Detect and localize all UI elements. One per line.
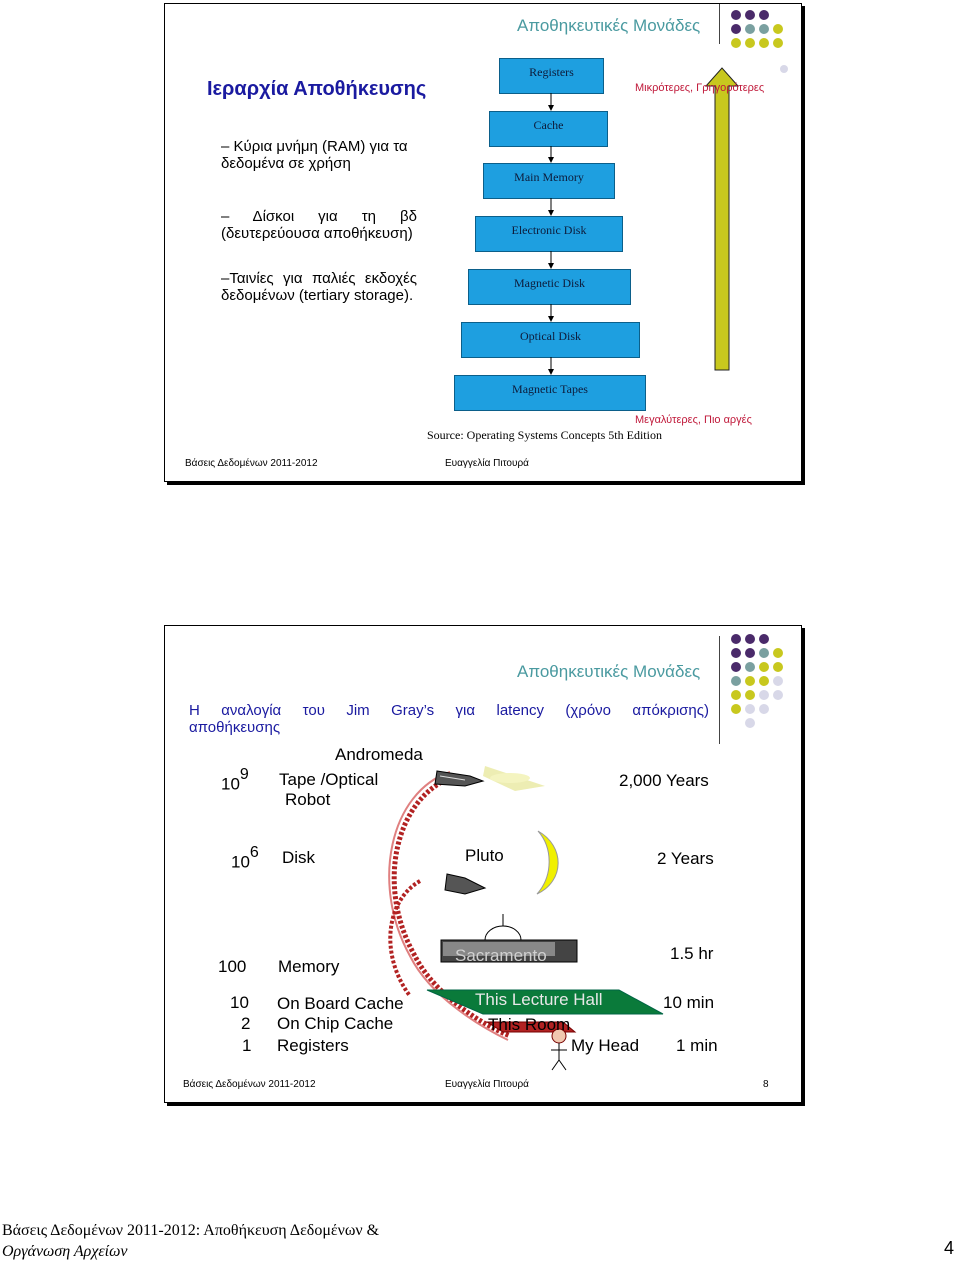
shuttle-icon [445, 874, 485, 894]
disk-time: 2 Years [657, 849, 714, 869]
magnitude-tape: 109 [221, 770, 249, 795]
disk-place: Pluto [465, 846, 504, 866]
magnitude-disk: 106 [231, 848, 259, 873]
person-icon [551, 1029, 567, 1070]
top-label: Μικρότερες, Γρηγορότερες [635, 82, 764, 94]
registers-place: My Head [571, 1036, 639, 1056]
shuttle-icon [435, 771, 483, 786]
magnitude-registers: 1 [242, 1036, 251, 1056]
hierarchy-connectors [165, 4, 801, 481]
galaxy-icon [483, 766, 545, 791]
footer-course: Βάσεις Δεδομένων 2011-2012 [185, 458, 318, 469]
moon-icon [537, 831, 558, 894]
registers-time: 1 min [676, 1036, 718, 1056]
board-place: This Lecture Hall [475, 990, 603, 1010]
disk-label: Disk [282, 848, 315, 868]
andromeda-label: Andromeda [335, 745, 423, 765]
board-time: 10 min [663, 993, 714, 1013]
tape-label: Tape /Optical Robot [279, 770, 378, 810]
registers-label: Registers [277, 1036, 349, 1056]
bottom-label: Μεγαλύτερες, Πιο αργές [635, 414, 752, 426]
tape-time: 2,000 Years [619, 771, 709, 791]
magnitude-board: 10 [230, 993, 249, 1013]
board-label: On Board Cache [277, 994, 404, 1014]
slide-page-number: 8 [763, 1079, 769, 1090]
slide-jim-gray-analogy: Αποθηκευτικές Μονάδες Η αναλογία του Jim… [164, 625, 802, 1103]
source-note: Source: Operating Systems Concepts 5th E… [427, 428, 662, 443]
chip-label: On Chip Cache [277, 1014, 393, 1034]
footer-course: Βάσεις Δεδομένων 2011-2012 [183, 1079, 316, 1090]
page-footer-title: Βάσεις Δεδομένων 2011-2012: Αποθήκευση Δ… [2, 1220, 379, 1262]
slide-storage-hierarchy: Αποθηκευτικές Μονάδες Ιεραρχία Αποθήκευσ… [164, 3, 802, 482]
footer-author: Ευαγγελία Πιτουρά [445, 458, 529, 469]
chip-place: This Room [488, 1015, 570, 1035]
memory-time: 1.5 hr [670, 944, 713, 964]
magnitude-memory: 100 [218, 957, 246, 977]
magnitude-chip: 2 [241, 1014, 250, 1034]
footer-author: Ευαγγελία Πιτουρά [445, 1079, 529, 1090]
memory-place: Sacramento [455, 946, 547, 966]
memory-label: Memory [278, 957, 339, 977]
page-number: 4 [944, 1238, 954, 1259]
speed-arrow-icon [706, 68, 738, 370]
